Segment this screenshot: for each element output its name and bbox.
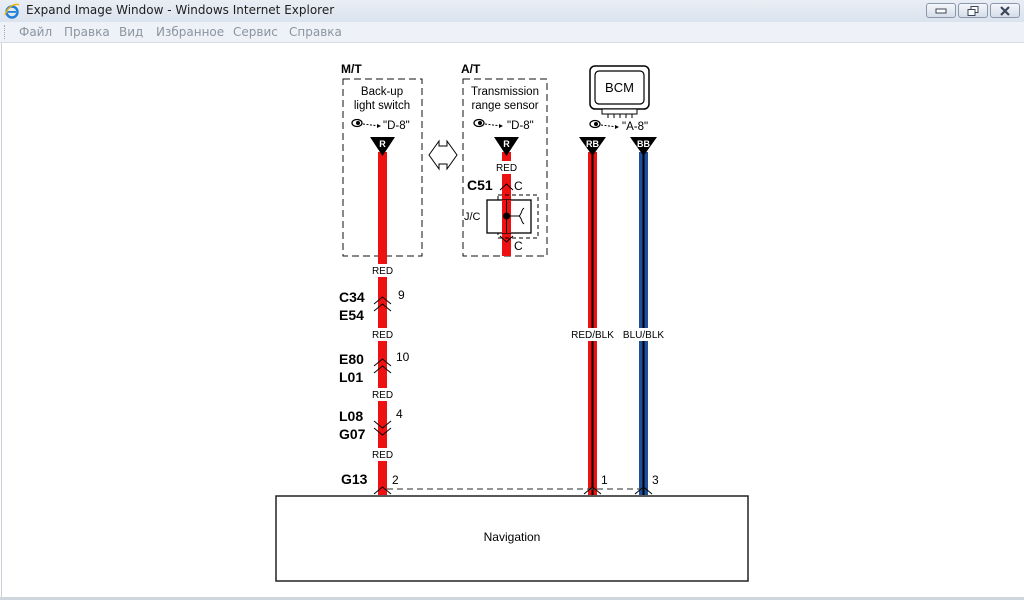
jc-label: J/C <box>464 211 481 223</box>
either-or-arrow-icon <box>428 139 458 171</box>
menu-favorites[interactable]: Избранное <box>156 25 225 39</box>
at-wire-color-label: RED <box>496 163 517 174</box>
menu-view[interactable]: Вид <box>119 25 144 39</box>
connector-label-bottom: L01 <box>339 369 363 385</box>
label-bg <box>618 328 670 341</box>
connector-l08-g07: L08 G07 4 <box>339 407 403 442</box>
internet-explorer-icon <box>4 3 20 19</box>
mt-component-name-line1: Back-up <box>361 86 403 98</box>
rb-terminal-label: RB <box>586 139 599 149</box>
connector-chevron-symbol <box>373 420 392 436</box>
menu-tools[interactable]: Сервис <box>233 25 278 39</box>
bcm-terminal-bb: BB <box>630 137 657 156</box>
g13-connector-label: G13 <box>341 471 368 487</box>
connector-label-top: C34 <box>339 289 365 305</box>
c51-connector-symbol <box>499 183 514 191</box>
bcm-inner <box>594 70 645 105</box>
restore-icon <box>967 5 979 16</box>
eye-reference-icon <box>351 118 381 128</box>
menu-file[interactable]: Файл <box>19 25 53 39</box>
toolbar-grip <box>4 25 7 39</box>
wiring-diagram: M/T Back-up light switch "D-8" A/T Trans… <box>275 62 749 582</box>
at-terminal: R <box>494 137 519 156</box>
c51-pin-bottom: C <box>514 239 523 253</box>
close-button[interactable] <box>990 3 1020 18</box>
navigation-label: Navigation <box>484 530 541 544</box>
g13-pin1-symbol <box>583 486 602 495</box>
image-viewport: M/T Back-up light switch "D-8" A/T Trans… <box>1 43 1024 599</box>
bcm-pins <box>607 114 633 118</box>
main-wire-color-label: RED <box>372 266 393 277</box>
connector-label-bottom: G07 <box>339 426 366 442</box>
mt-component-name-line2: light switch <box>354 100 410 112</box>
at-component-name-line2: range sensor <box>471 100 538 112</box>
close-icon <box>1000 5 1010 16</box>
restore-button[interactable] <box>958 3 988 18</box>
mt-header: M/T <box>341 62 362 76</box>
wire-blue-black <box>639 152 648 495</box>
minimize-button[interactable] <box>926 3 956 18</box>
connector-pin-number: 9 <box>398 288 405 302</box>
connector-chevron-symbol <box>373 358 392 374</box>
wire-red-black <box>588 152 597 495</box>
bcm-pin-header <box>601 108 638 115</box>
connector-label-top: L08 <box>339 408 363 424</box>
at-ref-link[interactable]: "D-8" <box>507 120 534 132</box>
jc-branch-symbol <box>506 207 525 225</box>
connector-chevron-symbol <box>373 296 392 312</box>
bcm-terminal-rb: RB <box>579 137 606 156</box>
g13-pin-3: 3 <box>652 473 659 487</box>
bcm-ref-link[interactable]: "A-8" <box>622 121 648 133</box>
connector-c34-e54: C34 E54 9 <box>339 288 405 323</box>
at-header: A/T <box>461 62 481 76</box>
at-component-name-line1: Transmission <box>471 86 539 98</box>
main-wire-color-label: RED <box>372 450 393 461</box>
menu-help[interactable]: Справка <box>289 25 342 39</box>
eye-reference-icon <box>473 118 503 128</box>
eye-reference-icon <box>589 119 619 129</box>
label-bg <box>567 328 619 341</box>
at-terminal-label: R <box>503 139 510 149</box>
g13-pin-2: 2 <box>392 473 399 487</box>
c51-pin-top: C <box>514 179 523 193</box>
minimize-icon <box>935 8 947 13</box>
connector-pin-number: 10 <box>396 350 410 364</box>
main-wire-color-label: RED <box>372 390 393 401</box>
menu-edit[interactable]: Правка <box>64 25 110 39</box>
navigation-unit <box>275 495 749 582</box>
g13-pin3-symbol <box>634 486 653 495</box>
c51-bottom-connector-symbol <box>499 235 514 243</box>
menu-bar: Файл Правка Вид Избранное Сервис Справка <box>0 22 1024 43</box>
mt-component-boundary <box>342 78 423 257</box>
bcm-label: BCM <box>605 80 634 95</box>
main-wire-red <box>378 152 387 495</box>
bb-terminal-label: BB <box>637 139 650 149</box>
wire-color-red-blk: RED/BLK <box>571 330 614 341</box>
g13-pin2-symbol <box>373 486 392 495</box>
wire-color-blu-blk: BLU/BLK <box>623 330 664 341</box>
mt-ref-link[interactable]: "D-8" <box>383 120 410 132</box>
c51-connector-label: C51 <box>467 177 493 193</box>
main-wire-color-label: RED <box>372 330 393 341</box>
connector-e80-l01: E80 L01 10 <box>339 350 410 385</box>
connector-pin-number: 4 <box>396 407 403 421</box>
window-titlebar: Expand Image Window - Windows Internet E… <box>0 0 1024 23</box>
g13-pin-1: 1 <box>601 473 608 487</box>
mt-terminal-label: R <box>379 139 386 149</box>
connector-label-bottom: E54 <box>339 307 364 323</box>
connector-label-top: E80 <box>339 351 364 367</box>
at-wire-label-bg <box>493 161 521 174</box>
mt-terminal: R <box>370 137 395 156</box>
window-bottom-border <box>0 597 1024 600</box>
window-title: Expand Image Window - Windows Internet E… <box>26 3 335 17</box>
